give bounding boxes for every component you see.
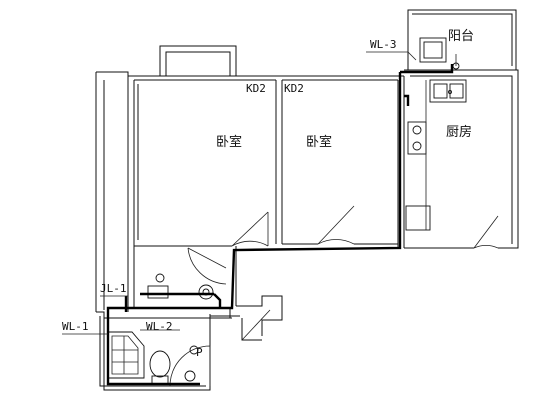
tag-jl1: JL-1 <box>100 282 127 295</box>
label-bedroom-left: 卧室 <box>216 134 242 150</box>
washing-machine-icon <box>419 37 447 63</box>
doors <box>169 205 499 387</box>
balcony-fixtures <box>419 37 460 70</box>
label-kitchen: 厨房 <box>446 124 472 140</box>
kitchen-fixtures <box>405 79 467 231</box>
tag-wl2: WL-2 <box>146 320 173 333</box>
tag-kd2-left: KD2 <box>246 82 266 95</box>
bathroom-fixtures <box>107 273 214 385</box>
label-bedroom-right: 卧室 <box>306 134 332 150</box>
floor-drain-icon <box>189 345 199 355</box>
tag-kd2-right: KD2 <box>284 82 304 95</box>
water-heater-icon <box>147 285 169 299</box>
tag-wl3: WL-3 <box>370 38 397 51</box>
label-balcony: 阳台 <box>448 29 474 44</box>
shower-tray-icon <box>107 331 145 379</box>
tag-wl1: WL-1 <box>62 320 89 333</box>
sink-icon <box>429 79 467 103</box>
pipe-routing <box>106 64 454 386</box>
leader-lines <box>62 51 417 335</box>
fridge-icon <box>405 205 431 231</box>
stove-icon <box>407 121 427 155</box>
tag-p: P <box>196 346 203 359</box>
walls <box>95 9 519 391</box>
toilet-icon <box>149 350 171 378</box>
